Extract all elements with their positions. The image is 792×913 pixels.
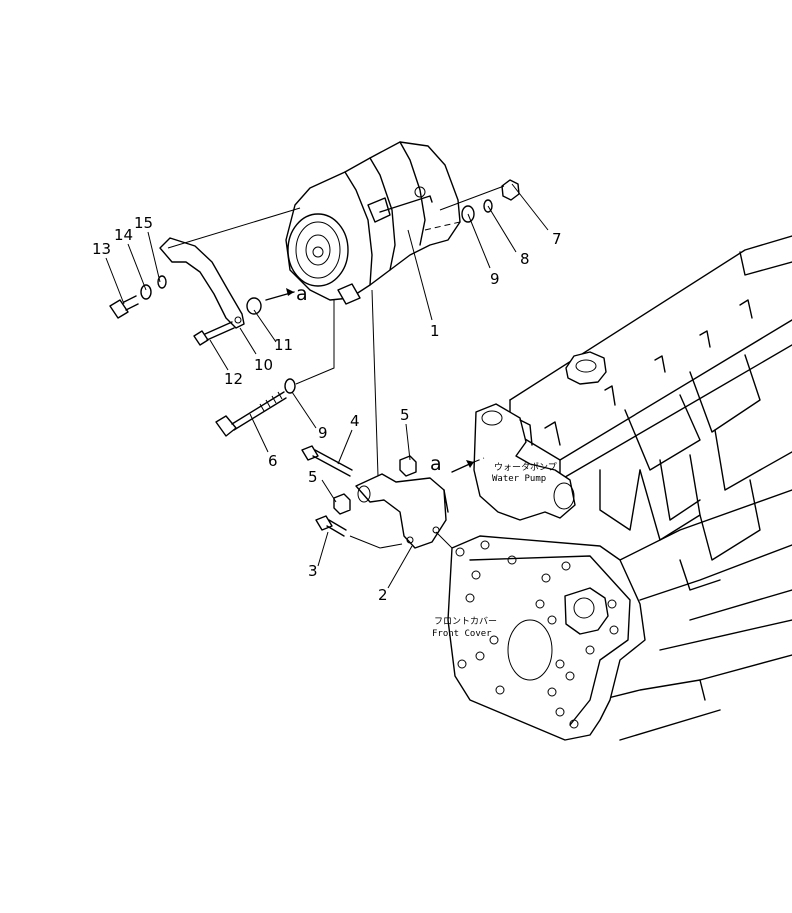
- alternator: [285, 141, 461, 305]
- callout-11: 11: [274, 336, 293, 354]
- water-pump-label-en: Water Pump: [492, 474, 546, 484]
- bracket: [355, 473, 449, 549]
- callouts: 1 2 3 4 5 5 6 7 8 9 9 10 11 12 13 14 15: [92, 214, 562, 604]
- callout-3: 3: [308, 562, 318, 580]
- water-pump-label-jp: ウォータポンプ: [494, 462, 557, 473]
- bolt-4: [301, 445, 353, 477]
- callout-4: 4: [350, 412, 360, 430]
- reference-arrows: [265, 288, 485, 473]
- callout-2: 2: [378, 586, 388, 604]
- reference-marks: a a: [296, 283, 442, 475]
- front-cover-label-en: Front Cover: [432, 629, 492, 639]
- callout-13: 13: [92, 240, 111, 258]
- front-cover-label-jp: フロントカバー: [434, 616, 497, 627]
- callout-6: 6: [268, 452, 278, 470]
- bolt-6: [215, 391, 287, 437]
- bolt-12: [193, 321, 235, 346]
- callout-9b: 9: [318, 424, 328, 442]
- leader-lines: [105, 183, 549, 589]
- callout-12: 12: [224, 370, 243, 388]
- reference-a-lower: a: [430, 453, 442, 475]
- callout-1: 1: [430, 322, 440, 340]
- adjusting-plate: [159, 237, 245, 329]
- front-cover-bolts: [455, 540, 619, 729]
- callout-5a: 5: [400, 406, 410, 424]
- callout-10: 10: [254, 356, 273, 374]
- callout-7: 7: [552, 230, 562, 248]
- callout-14: 14: [114, 226, 133, 244]
- callout-9a: 9: [490, 270, 500, 288]
- callout-15: 15: [134, 214, 153, 232]
- part-labels: ウォータポンプ Water Pump フロントカバー Front Cover: [432, 462, 557, 639]
- callout-5b: 5: [308, 468, 318, 486]
- callout-8: 8: [520, 250, 530, 268]
- reference-a-upper: a: [296, 283, 308, 305]
- bolt-3: [315, 515, 347, 537]
- bolt-13: [109, 295, 139, 319]
- front-cover: [447, 535, 646, 741]
- engine-block: [473, 235, 792, 741]
